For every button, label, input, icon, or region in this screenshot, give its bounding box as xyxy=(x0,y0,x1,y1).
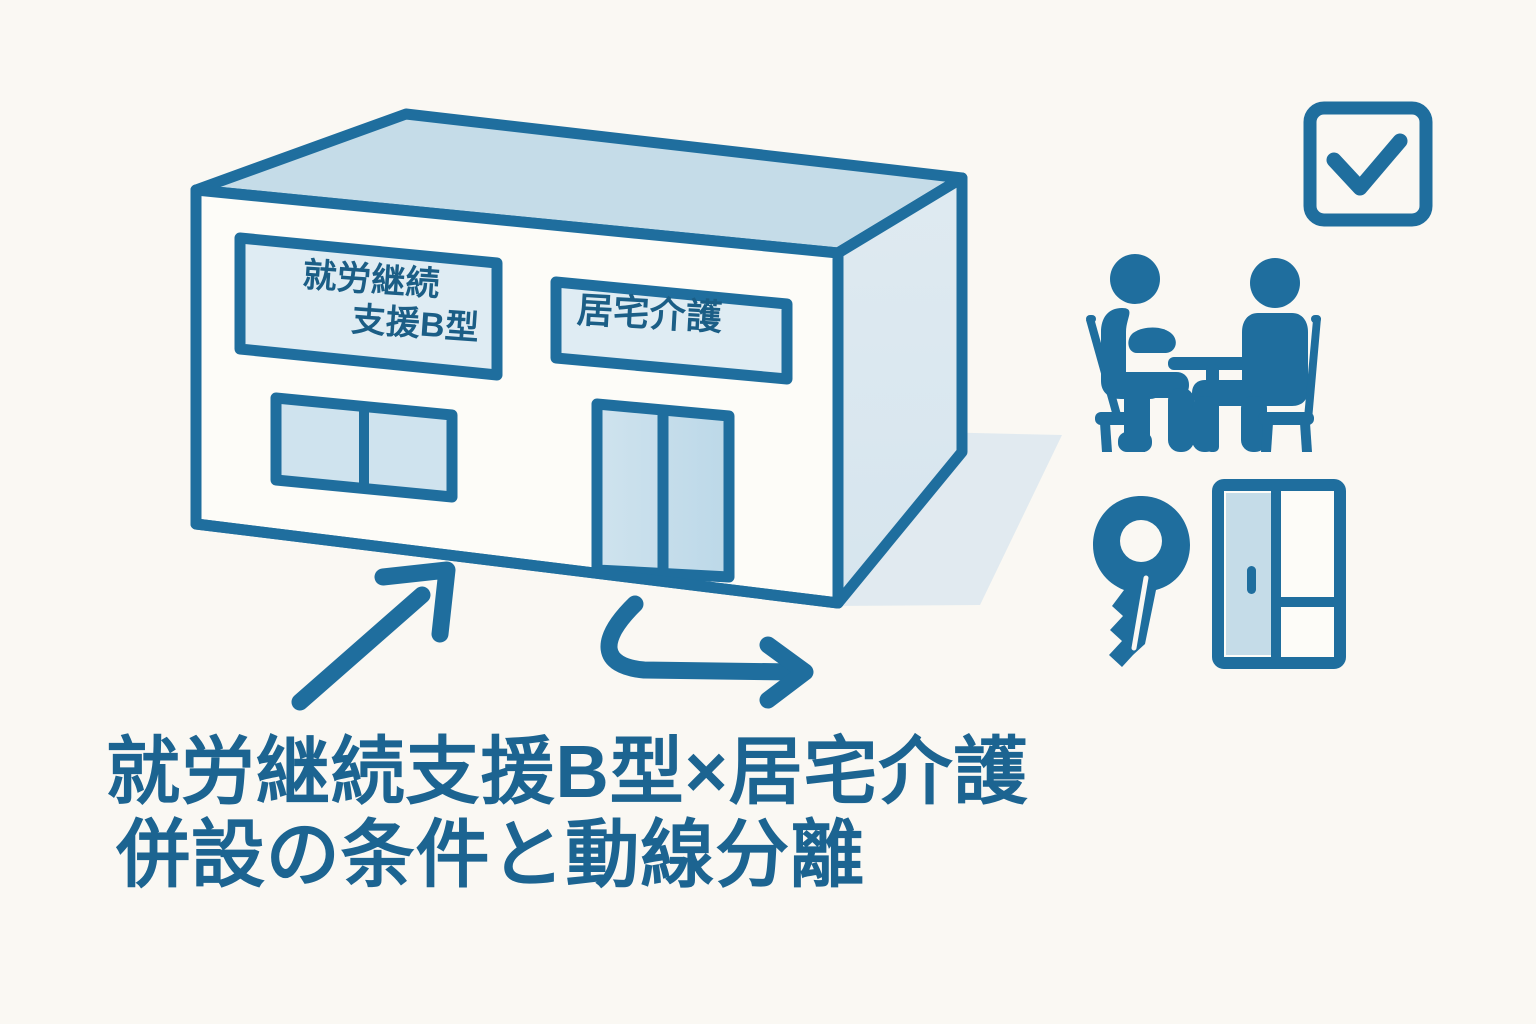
door-handle xyxy=(1247,566,1256,594)
person-left xyxy=(1101,254,1194,452)
entrance-door-right xyxy=(591,398,735,583)
chair-right xyxy=(1258,315,1321,452)
person-right xyxy=(1192,258,1308,452)
sign-text-b-type: 就労継続 支援B型 xyxy=(252,252,487,351)
building xyxy=(190,108,968,609)
sign-text-home-care: 居宅介護 xyxy=(575,289,724,339)
sign-board-b-type xyxy=(234,232,503,381)
arrow-up-right-to-b-type xyxy=(291,561,456,711)
building-base-line xyxy=(190,518,844,609)
window-left xyxy=(270,392,458,503)
two-people-at-table-icon xyxy=(1086,254,1321,452)
sign-text-b-type-line1: 就労継続 xyxy=(301,256,442,304)
door-icon xyxy=(1212,479,1346,669)
sign-text-home-care-line1: 居宅介護 xyxy=(575,289,724,339)
key-icon xyxy=(1093,496,1190,667)
caption-line-2: 併設の条件と動線分離 xyxy=(116,812,865,896)
sign-board-home-care xyxy=(550,276,793,385)
arrow-curved-right-to-home-care xyxy=(600,595,814,709)
caption: 就労継続支援B型×居宅介護 併設の条件と動線分離 xyxy=(106,730,1286,897)
caption-line-1: 就労継続支援B型×居宅介護 xyxy=(106,730,1029,813)
checkbox-checked-icon xyxy=(1303,101,1433,227)
